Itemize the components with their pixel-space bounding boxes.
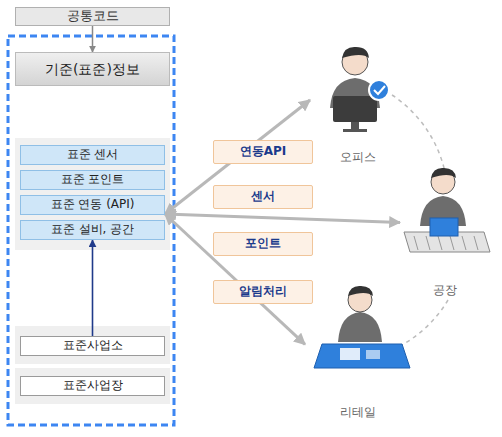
actor-figure: 오피스 bbox=[310, 40, 405, 165]
factory-figure bbox=[404, 168, 490, 252]
standard-box: 표준 설비, 공간 bbox=[20, 220, 165, 240]
scope-frame bbox=[8, 36, 174, 425]
node-label: 표준사업장 bbox=[63, 379, 123, 393]
node-label: 공장 bbox=[433, 284, 457, 298]
cycle-arc bbox=[402, 300, 448, 345]
connector-arrow bbox=[165, 214, 400, 222]
site-band bbox=[15, 326, 170, 364]
interface-tag: 알림처리 bbox=[213, 280, 313, 304]
node-label: 표준 센서 bbox=[67, 148, 119, 162]
node-label: 오피스 bbox=[340, 151, 376, 165]
node-label: 표준 포인트 bbox=[61, 173, 125, 187]
code-box: 공통코드 bbox=[15, 7, 170, 26]
retail-figure bbox=[314, 286, 410, 368]
node-label: 표준사업소 bbox=[63, 339, 123, 353]
node-label: 연동API bbox=[240, 145, 287, 159]
interface-tag: 포인트 bbox=[213, 232, 313, 256]
standard-box: 표준 연동 (API) bbox=[20, 195, 165, 215]
actor-figure: 리테일 bbox=[305, 285, 410, 420]
node-label: 표준 연동 (API) bbox=[51, 198, 135, 212]
node-label: 기준(표준)정보 bbox=[45, 61, 140, 77]
node-label: 공통코드 bbox=[67, 9, 119, 24]
node-label: 포인트 bbox=[245, 237, 281, 251]
standard-band bbox=[15, 138, 170, 250]
node-label: 알림처리 bbox=[239, 285, 287, 299]
node-label: 센서 bbox=[251, 190, 275, 204]
node-label: 표준 설비, 공간 bbox=[51, 223, 134, 237]
standard-box: 표준 포인트 bbox=[20, 170, 165, 190]
site-box: 표준사업소 bbox=[20, 336, 165, 356]
office-figure bbox=[330, 47, 389, 132]
site-box: 표준사업장 bbox=[20, 376, 165, 396]
info-band: 기준(표준)정보 bbox=[15, 52, 170, 86]
site-band bbox=[15, 368, 170, 404]
connector-arrow bbox=[92, 240, 94, 336]
actor-figure: 공장 bbox=[400, 170, 490, 298]
connector-arrow bbox=[92, 26, 94, 52]
interface-tag: 연동API bbox=[213, 140, 313, 164]
standard-box: 표준 센서 bbox=[20, 145, 165, 165]
node-label: 리테일 bbox=[340, 406, 376, 420]
interface-tag: 센서 bbox=[213, 185, 313, 209]
cycle-arc bbox=[392, 95, 445, 172]
